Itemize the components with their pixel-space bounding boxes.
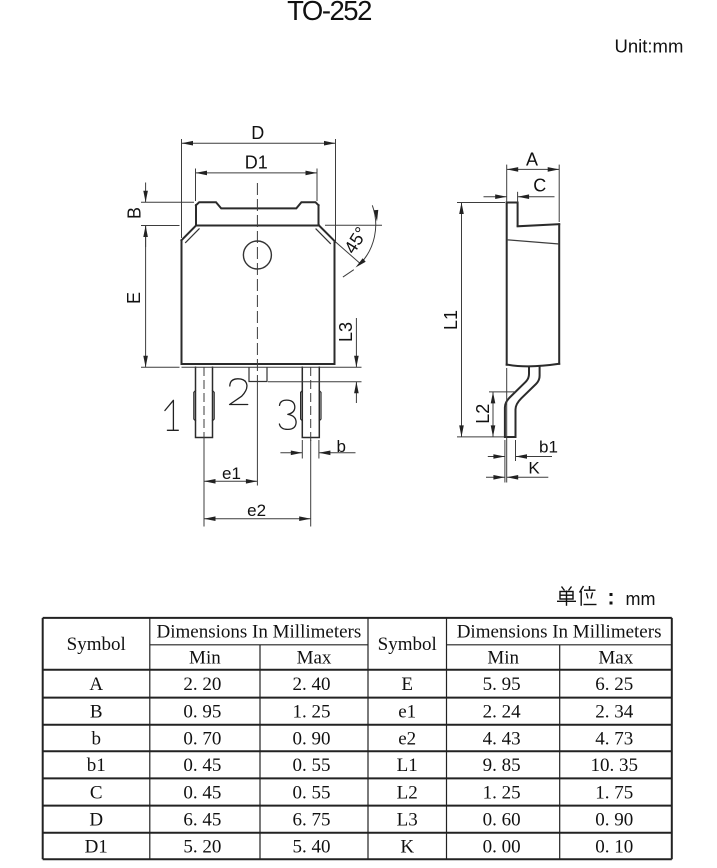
svg-text:5. 40: 5. 40 xyxy=(293,836,331,857)
svg-text:1. 25: 1. 25 xyxy=(293,702,331,723)
svg-text:0. 60: 0. 60 xyxy=(483,810,521,831)
svg-text:B: B xyxy=(90,702,103,723)
svg-text:2. 40: 2. 40 xyxy=(293,674,331,695)
svg-text:b1: b1 xyxy=(539,437,558,456)
svg-text:6. 45: 6. 45 xyxy=(183,810,221,831)
svg-text:0. 55: 0. 55 xyxy=(293,755,331,776)
svg-text:A: A xyxy=(526,149,538,169)
svg-text:Dimensions In Millimeters: Dimensions In Millimeters xyxy=(457,622,662,643)
svg-text:A: A xyxy=(89,674,103,695)
svg-text:L1: L1 xyxy=(397,755,418,776)
svg-text:b1: b1 xyxy=(87,755,106,776)
svg-text:5. 95: 5. 95 xyxy=(483,674,521,695)
svg-text:Max: Max xyxy=(598,648,633,669)
svg-text:L3: L3 xyxy=(336,322,356,342)
svg-text:0. 10: 0. 10 xyxy=(595,836,633,857)
svg-text:0. 55: 0. 55 xyxy=(293,782,331,803)
svg-text:D: D xyxy=(251,123,264,143)
svg-text:Symbol: Symbol xyxy=(378,634,437,655)
svg-text:0. 95: 0. 95 xyxy=(183,702,221,723)
svg-text:2. 20: 2. 20 xyxy=(183,674,221,695)
svg-text:D1: D1 xyxy=(85,836,108,857)
svg-text:Symbol: Symbol xyxy=(67,634,126,655)
svg-text:C: C xyxy=(90,782,103,803)
svg-text:4. 73: 4. 73 xyxy=(595,728,633,749)
svg-text:E: E xyxy=(124,292,144,304)
svg-text:10. 35: 10. 35 xyxy=(590,755,638,776)
svg-text:0. 45: 0. 45 xyxy=(183,755,221,776)
svg-text:0. 45: 0. 45 xyxy=(183,782,221,803)
svg-text:e2: e2 xyxy=(247,501,266,520)
svg-text:D: D xyxy=(89,810,103,831)
svg-text:L2: L2 xyxy=(397,782,418,803)
svg-text:E: E xyxy=(401,674,413,695)
svg-text:0. 70: 0. 70 xyxy=(183,728,221,749)
svg-text:K: K xyxy=(528,459,540,478)
svg-text:45°: 45° xyxy=(340,223,371,257)
svg-text:Unit:mm: Unit:mm xyxy=(615,36,684,57)
svg-text:0. 90: 0. 90 xyxy=(595,810,633,831)
svg-text:b: b xyxy=(337,437,346,456)
svg-text:B: B xyxy=(125,207,145,219)
svg-text:e2: e2 xyxy=(398,728,416,749)
svg-text:e1: e1 xyxy=(398,702,416,723)
svg-text:2. 24: 2. 24 xyxy=(483,702,522,723)
svg-text:4. 43: 4. 43 xyxy=(483,728,521,749)
svg-text:mm: mm xyxy=(626,589,656,609)
svg-text:1. 75: 1. 75 xyxy=(595,782,633,803)
svg-text:D1: D1 xyxy=(245,153,268,173)
svg-text:9. 85: 9. 85 xyxy=(483,755,521,776)
svg-text:1. 25: 1. 25 xyxy=(483,782,521,803)
svg-text:0. 90: 0. 90 xyxy=(293,728,331,749)
svg-text:0. 00: 0. 00 xyxy=(483,836,521,857)
svg-text:2. 34: 2. 34 xyxy=(595,702,634,723)
svg-text:K: K xyxy=(400,836,414,857)
svg-text:6. 75: 6. 75 xyxy=(293,810,331,831)
svg-text:5. 20: 5. 20 xyxy=(183,836,221,857)
svg-text:L3: L3 xyxy=(397,810,418,831)
svg-text:Max: Max xyxy=(297,648,332,669)
svg-text:L1: L1 xyxy=(441,310,461,330)
svg-text:Min: Min xyxy=(487,648,519,669)
svg-text:Min: Min xyxy=(189,648,221,669)
svg-text:Dimensions In Millimeters: Dimensions In Millimeters xyxy=(157,622,362,643)
svg-text:L2: L2 xyxy=(473,404,493,424)
svg-text:TO-252: TO-252 xyxy=(287,0,371,26)
svg-text:6. 25: 6. 25 xyxy=(595,674,633,695)
svg-text:e1: e1 xyxy=(222,464,241,483)
svg-text:b: b xyxy=(91,728,101,749)
svg-text:C: C xyxy=(533,176,546,196)
